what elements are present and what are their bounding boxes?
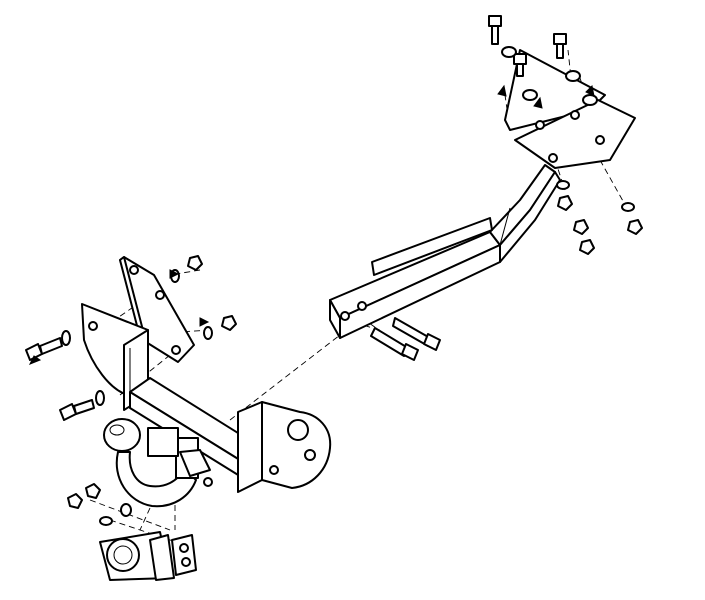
nut-icon xyxy=(85,483,101,499)
nut-icon xyxy=(221,315,237,331)
right-extension-arm xyxy=(329,164,561,339)
nut-icon xyxy=(579,239,595,255)
washer-icon xyxy=(61,330,71,346)
washer-icon xyxy=(203,326,213,340)
bolts xyxy=(25,15,567,421)
washer-icon xyxy=(522,89,538,101)
washers xyxy=(61,46,635,526)
washer-icon xyxy=(582,94,598,106)
left-upper-bracket-plate xyxy=(119,256,195,363)
arrow-markers xyxy=(28,84,595,365)
bolt-icon xyxy=(370,327,419,361)
nut-icon xyxy=(557,195,573,211)
bolt-icon xyxy=(59,399,95,421)
nut-icon xyxy=(187,255,203,271)
bolt-icon xyxy=(488,15,502,45)
washer-icon xyxy=(565,70,581,82)
washer-icon xyxy=(501,46,517,58)
washer-icon xyxy=(120,503,132,517)
tow-ball-neck xyxy=(103,418,213,508)
bolt-icon xyxy=(553,33,567,59)
nut-icon xyxy=(67,493,83,509)
socket-plate xyxy=(99,531,197,581)
bolt-icon xyxy=(25,337,63,361)
washer-icon xyxy=(621,202,635,212)
nut-icon xyxy=(573,219,589,235)
washer-icon xyxy=(99,516,113,526)
left-side-arm xyxy=(81,303,149,411)
nuts xyxy=(67,195,643,509)
right-mount-plate xyxy=(504,49,636,169)
crossbar-right-end-plate xyxy=(237,401,332,493)
bolt-icon xyxy=(513,53,527,77)
bolt-icon xyxy=(392,317,441,351)
nut-icon xyxy=(627,219,643,235)
washer-icon xyxy=(95,390,105,406)
washer-icon xyxy=(556,180,570,190)
